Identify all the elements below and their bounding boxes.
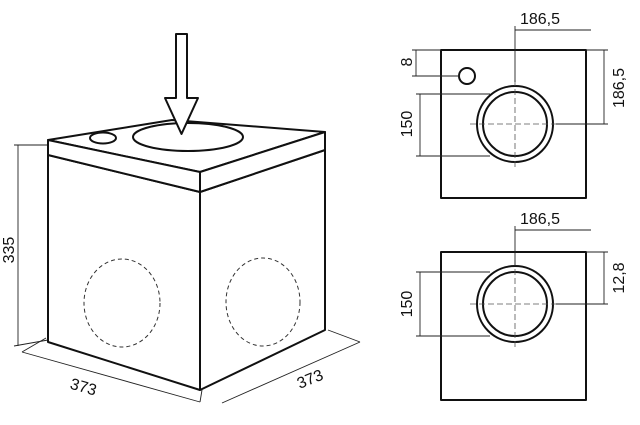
dim-text-top: 186,5 [520,211,560,228]
tap-hole [89,131,117,145]
dim-text-height: 335 [1,237,18,264]
top-view-2: 186,5 12,8 150 [399,211,628,401]
ext-line [327,329,361,343]
arrow-down-icon [164,33,199,135]
dim-text-right: 186,5 [611,68,628,108]
top-view-2-outline [440,251,587,401]
ext-line [199,389,203,403]
dim-text-hole-offset: 8 [399,57,416,66]
dim-text-top: 186,5 [520,11,560,28]
cube-view: 335 373 373 [1,33,361,404]
side-opening-left-hidden [83,258,161,348]
top-view-1: 186,5 186,5 8 150 [399,11,628,199]
basin-opening [132,122,244,152]
dim-line-width-left [21,351,201,403]
dim-text-width-right: 373 [295,367,326,393]
dim-text-width-left: 373 [68,376,98,400]
dim-text-left: 150 [399,111,416,138]
cube-top-edge-right [199,131,326,193]
cube-left-face [47,154,201,391]
ext-line [21,337,47,353]
ext-line [13,339,49,347]
dim-text-right: 12,8 [611,262,628,293]
dim-text-left: 150 [399,291,416,318]
dim-line-width-right [221,341,361,404]
side-opening-right-hidden [225,257,301,347]
